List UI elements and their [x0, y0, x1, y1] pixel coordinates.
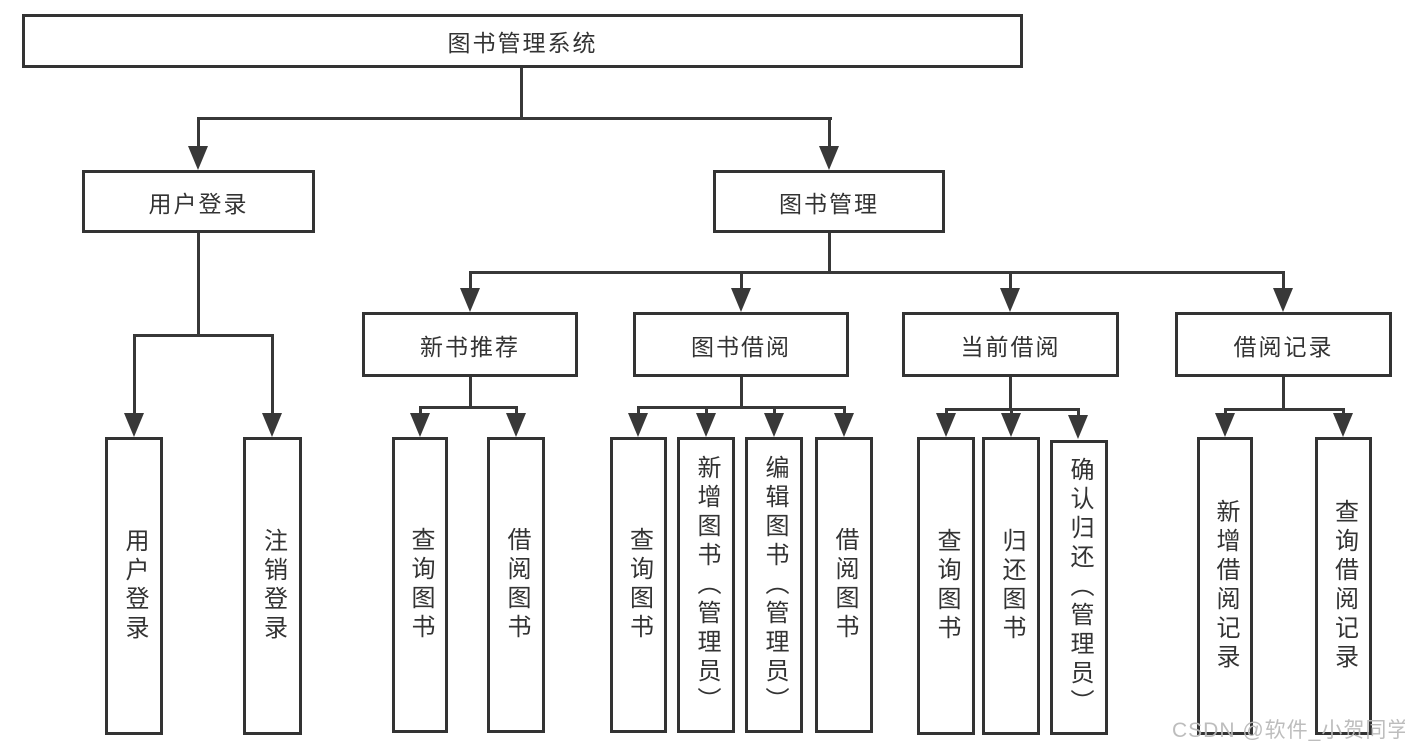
connector-drop [705, 406, 708, 416]
leaf-label: 查询图书 [933, 528, 960, 644]
connector-drop [469, 271, 472, 291]
connector-book-borrow-stem [740, 377, 743, 408]
leaf-label: 查询图书 [625, 527, 653, 643]
node-new-book-rec-label: 新书推荐 [420, 333, 520, 360]
arrowhead-leaf [410, 413, 430, 437]
leaf-label: 归还图书 [998, 528, 1025, 644]
leaf-label: 借阅图书 [831, 527, 858, 643]
node-book-borrow-label: 图书借阅 [691, 333, 791, 360]
node-leaf-add-borrow-record: 新增借阅记录 [1197, 437, 1253, 735]
node-user-login: 用户登录 [82, 170, 315, 233]
arrowhead-leaf [1215, 413, 1235, 437]
node-book-borrow: 图书借阅 [633, 312, 849, 377]
arrowhead-leaf-user-login [124, 413, 144, 437]
node-leaf-edit-books: 编辑图书（管理员） [745, 437, 803, 733]
connector-drop [515, 406, 518, 416]
leaf-label: 注销登录 [259, 528, 287, 644]
node-leaf-borrow-books-rec: 借阅图书 [487, 437, 545, 733]
node-root: 图书管理系统 [22, 14, 1023, 68]
leaf-label: 编辑图书（管理员） [761, 454, 788, 716]
node-leaf-query-books-rec: 查询图书 [392, 437, 448, 733]
arrowhead-leaf-logout [262, 413, 282, 437]
node-leaf-query-books-cur: 查询图书 [917, 437, 975, 735]
node-root-label: 图书管理系统 [447, 30, 598, 56]
connector-drop [773, 406, 776, 416]
connector-drop [740, 271, 743, 291]
node-leaf-add-books: 新增图书（管理员） [677, 437, 735, 733]
connector-new-book-rec-hbar [419, 406, 518, 409]
connector-root-stem [520, 68, 523, 119]
connector-drop [271, 334, 274, 415]
arrowhead-leaf [1001, 413, 1021, 437]
node-leaf-borrow-books-bb: 借阅图书 [815, 437, 873, 733]
arrowhead-leaf [1333, 413, 1353, 437]
node-current-borrow: 当前借阅 [902, 312, 1119, 377]
watermark: CSDN @软件_小贺同学 [1172, 719, 1405, 742]
arrowhead-leaf [1068, 415, 1088, 439]
connector-book-borrow-hbar [637, 406, 845, 409]
connector-drop [1282, 271, 1285, 291]
arrowhead-book-mgmt [819, 146, 839, 170]
node-current-borrow-label: 当前借阅 [960, 333, 1061, 360]
arrowhead-book-borrow [731, 288, 751, 312]
connector-drop [637, 406, 640, 416]
arrowhead-leaf [628, 413, 648, 437]
leaf-label: 新增借阅记录 [1212, 499, 1239, 673]
arrowhead-borrow-records [1273, 288, 1293, 312]
arrowhead-current-borrow [1000, 288, 1020, 312]
node-leaf-return-books: 归还图书 [982, 437, 1040, 735]
node-borrow-records: 借阅记录 [1175, 312, 1392, 377]
connector-current-borrow-stem [1009, 377, 1012, 410]
node-leaf-query-borrow-record: 查询借阅记录 [1315, 437, 1372, 735]
arrowhead-leaf [834, 413, 854, 437]
connector-root-hbar [197, 117, 832, 120]
connector-user-login-stem [197, 233, 200, 336]
connector-user-login-drop [197, 117, 200, 150]
arrowhead-leaf [936, 413, 956, 437]
connector-drop [1010, 408, 1013, 416]
leaf-label: 查询图书 [407, 527, 434, 643]
node-new-book-rec: 新书推荐 [362, 312, 578, 377]
connector-drop [945, 408, 948, 416]
connector-drop [843, 406, 846, 416]
leaf-label: 查询借阅记录 [1330, 499, 1358, 673]
connector-drop [1224, 408, 1227, 416]
connector-drop [419, 406, 422, 416]
connector-book-mgmt-drop [828, 117, 831, 150]
node-user-login-label: 用户登录 [148, 190, 249, 217]
connector-book-mgmt-hbar [469, 271, 1285, 274]
connector-user-login-hbar [133, 334, 274, 337]
connector-book-mgmt-stem [828, 233, 831, 273]
leaf-label: 借阅图书 [503, 527, 530, 643]
node-leaf-confirm-return: 确认归还（管理员） [1050, 440, 1108, 735]
leaf-label: 确认归还（管理员） [1066, 457, 1093, 718]
connector-drop [1342, 408, 1345, 416]
connector-borrow-records-stem [1282, 377, 1285, 410]
connector-borrow-records-hbar [1224, 408, 1344, 411]
node-borrow-records-label: 借阅记录 [1233, 333, 1334, 360]
connector-drop [133, 334, 136, 415]
arrowhead-user-login [188, 146, 208, 170]
connector-drop [1077, 408, 1080, 416]
node-leaf-query-books-bb: 查询图书 [610, 437, 667, 733]
arrowhead-leaf [764, 413, 784, 437]
node-book-mgmt-label: 图书管理 [779, 190, 879, 217]
arrowhead-leaf [696, 413, 716, 437]
node-leaf-logout: 注销登录 [243, 437, 302, 735]
leaf-label: 新增图书（管理员） [693, 454, 720, 716]
connector-new-book-rec-stem [469, 377, 472, 408]
connector-drop [1009, 271, 1012, 291]
node-leaf-user-login: 用户登录 [105, 437, 163, 735]
arrowhead-leaf [506, 413, 526, 437]
leaf-label: 用户登录 [121, 528, 148, 644]
arrowhead-new-book-rec [460, 288, 480, 312]
node-book-mgmt: 图书管理 [713, 170, 945, 233]
